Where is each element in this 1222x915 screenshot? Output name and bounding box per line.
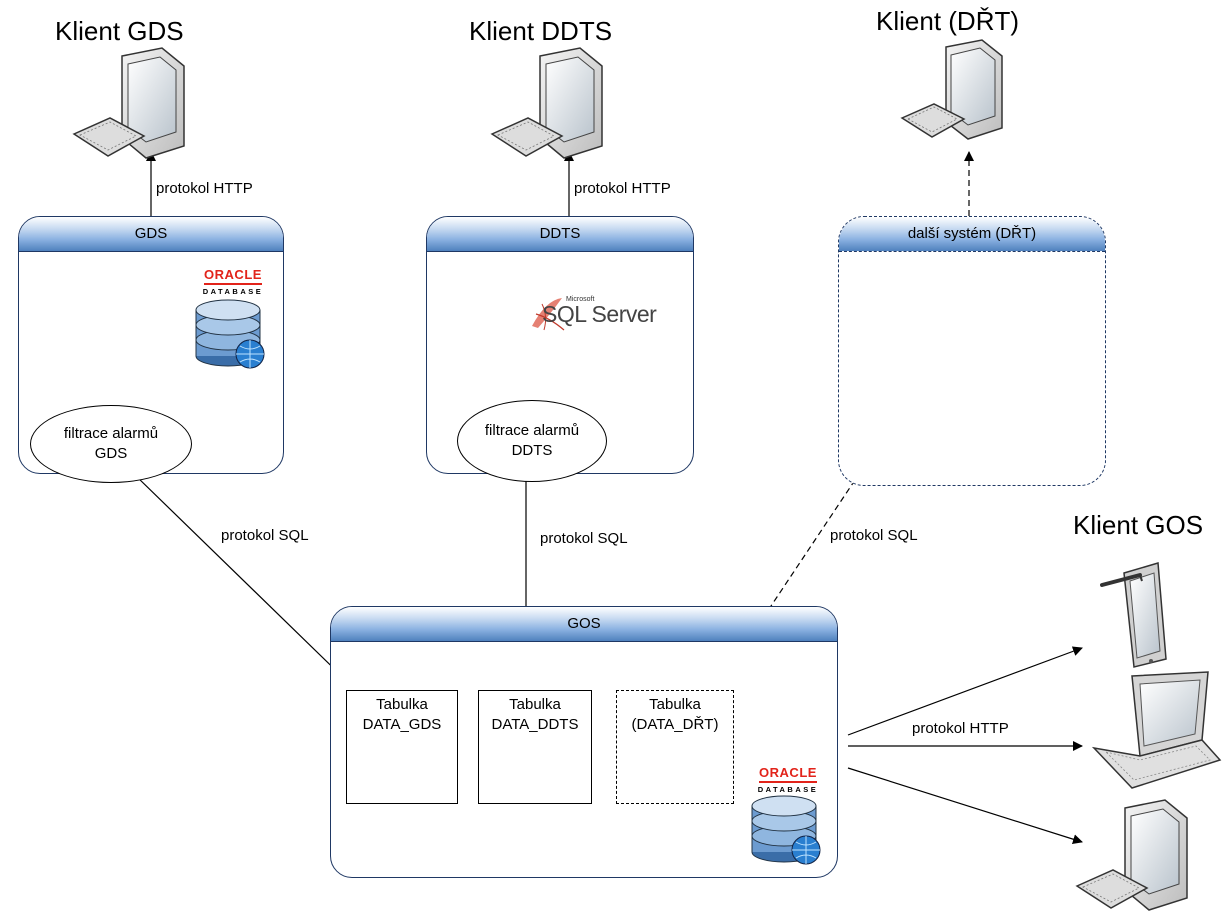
- table-data-gds: Tabulka DATA_GDS: [346, 690, 458, 804]
- gds-filter-line2: GDS: [94, 445, 128, 462]
- protocol-sql-drt-label: protokol SQL: [830, 527, 918, 544]
- sql-server-name-text: SQL Server: [542, 301, 657, 327]
- ddts-filter-line2: DDTS: [511, 442, 553, 459]
- arrow-gos-desktop: [847, 767, 1083, 845]
- ddts-filter-oval: filtrace alarmů DDTS: [457, 400, 607, 482]
- database-icon: [751, 795, 821, 865]
- client-ddts-title: Klient DDTS: [469, 16, 613, 46]
- table-data-gds-line2: DATA_GDS: [362, 716, 442, 733]
- table-data-ddts-line2: DATA_DDTS: [491, 716, 579, 733]
- laptop-icon: [1091, 671, 1222, 789]
- table-data-drt-line2: (DATA_DŘT): [631, 716, 719, 733]
- protocol-http-gos-label: protokol HTTP: [912, 720, 1009, 737]
- oracle-database-logo: ORACLE DATABASE: [202, 267, 264, 296]
- ddts-filter-line1: filtrace alarmů: [484, 422, 580, 439]
- oracle-database-logo: ORACLE DATABASE: [757, 765, 819, 794]
- desktop-computer-icon: [72, 47, 185, 159]
- ddts-panel-header: DDTS: [427, 217, 693, 252]
- drt-system-panel: další systém (DŘT): [838, 216, 1106, 486]
- desktop-computer-icon: [900, 39, 1003, 140]
- arrow-gds-sql: [134, 474, 357, 691]
- client-gos-title: Klient GOS: [1073, 510, 1204, 540]
- desktop-computer-icon: [1075, 799, 1188, 911]
- tablet-icon: [1100, 562, 1167, 668]
- table-data-ddts-line1: Tabulka: [509, 696, 561, 713]
- sql-server-icon: [532, 298, 565, 331]
- desktop-computer-icon: [490, 47, 603, 159]
- sql-server-ms-text: Microsoft: [566, 296, 595, 303]
- client-gds-title: Klient GDS: [55, 16, 184, 46]
- arrow-gos-tablet: [847, 646, 1083, 736]
- gds-filter-oval: filtrace alarmů GDS: [30, 405, 192, 483]
- gds-filter-line1: filtrace alarmů: [63, 425, 159, 442]
- gds-panel-header: GDS: [19, 217, 283, 252]
- protocol-sql-ddts-label: protokol SQL: [540, 530, 628, 547]
- client-drt-title: Klient (DŘT): [876, 6, 1020, 36]
- gos-panel-header: GOS: [331, 607, 837, 642]
- protocol-http-ddts-label: protokol HTTP: [574, 180, 671, 197]
- table-data-drt-line1: Tabulka: [649, 696, 701, 713]
- table-data-gds-line1: Tabulka: [376, 696, 428, 713]
- table-data-drt: Tabulka (DATA_DŘT): [616, 690, 734, 804]
- protocol-sql-gds-label: protokol SQL: [221, 527, 309, 544]
- table-data-ddts: Tabulka DATA_DDTS: [478, 690, 592, 804]
- database-icon: [195, 299, 265, 369]
- drt-panel-header: další systém (DŘT): [839, 217, 1105, 252]
- protocol-http-gds-label: protokol HTTP: [156, 180, 253, 197]
